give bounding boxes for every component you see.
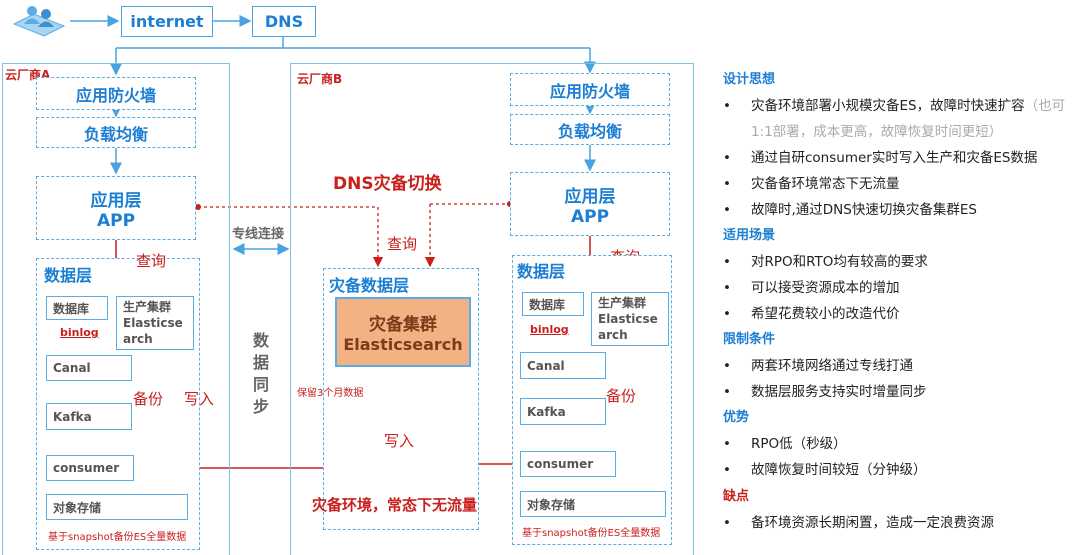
limit-item: •两套环境网络通过专线打通 bbox=[723, 358, 913, 374]
disadvantage-item: •备环境资源长期闲置，造成一定浪费资源 bbox=[723, 515, 994, 531]
vendor-a-canal-label: Canal bbox=[53, 361, 91, 375]
vendor-a-backup-label: 备份 bbox=[133, 390, 164, 408]
vendor-a-write-label: 写入 bbox=[184, 390, 215, 408]
vendor-a-canal: Canal bbox=[46, 355, 132, 381]
dr-env-note: 灾备环境，常态下无流量 bbox=[312, 496, 478, 514]
vendor-b-app: 应用层 APP bbox=[510, 172, 670, 236]
vendor-b-lb: 负载均衡 bbox=[510, 114, 670, 145]
vendor-a-db-label: 数据库 bbox=[53, 301, 90, 316]
vendor-b-canal: Canal bbox=[520, 352, 606, 379]
vendor-b-db: 数据库 bbox=[522, 292, 584, 316]
scenario-item: •对RPO和RTO均有较高的要求 bbox=[723, 254, 928, 270]
vendor-a-consumer-label: consumer bbox=[53, 461, 120, 475]
vendor-b-prod-cluster-label: 生产集群 Elasticse arch bbox=[598, 296, 658, 342]
advantage-title: 优势 bbox=[723, 410, 750, 425]
limit-item: •数据层服务支持实时增量同步 bbox=[723, 384, 927, 400]
sync-char-1: 数 bbox=[252, 331, 269, 350]
scenario-item: •可以接受资源成本的增加 bbox=[723, 280, 900, 296]
vendor-a-app: 应用层 APP bbox=[36, 176, 196, 240]
dr-data-layer-title: 灾备数据层 bbox=[329, 276, 410, 295]
scenario-item: •希望花费较小的改造代价 bbox=[723, 306, 900, 322]
vendor-a-firewall: 应用防火墙 bbox=[36, 77, 196, 110]
dedicated-line-label: 专线连接 bbox=[232, 227, 285, 242]
vendor-a-firewall-label: 应用防火墙 bbox=[75, 85, 156, 105]
vendor-a-object-storage: 对象存储 bbox=[46, 494, 188, 520]
vendor-b-zone bbox=[290, 63, 694, 555]
design-item: •通过自研consumer实时写入生产和灾备ES数据 bbox=[723, 150, 1038, 166]
scenario-title: 适用场景 bbox=[723, 228, 776, 243]
vendor-a-db: 数据库 bbox=[46, 296, 108, 320]
vendor-b-prod-cluster: 生产集群 Elasticse arch bbox=[591, 292, 669, 346]
vendor-a-binlog: binlog bbox=[60, 326, 99, 339]
limit-title: 限制条件 bbox=[723, 332, 776, 347]
users-icon bbox=[10, 2, 68, 38]
dr-cluster-line1: 灾备集群 bbox=[369, 315, 437, 335]
dr-query-label: 查询 bbox=[387, 235, 418, 253]
vendor-b-title: 云厂商B bbox=[297, 72, 343, 86]
vendor-a-object-storage-label: 对象存储 bbox=[53, 500, 102, 515]
vendor-a-prod-cluster-label: 生产集群 Elasticse arch bbox=[123, 300, 183, 346]
advantage-item: •故障恢复时间较短（分钟级） bbox=[723, 462, 927, 478]
vendor-b-kafka-label: Kafka bbox=[527, 404, 566, 419]
design-item: •灾备备环境常态下无流量 bbox=[723, 176, 900, 192]
vendor-a-consumer: consumer bbox=[46, 455, 134, 481]
sync-char-4: 步 bbox=[252, 397, 269, 416]
vendor-a-data-layer-title: 数据层 bbox=[44, 266, 93, 285]
vendor-b-object-storage: 对象存储 bbox=[520, 491, 666, 517]
vendor-a-lb-label: 负载均衡 bbox=[83, 124, 148, 144]
design-item: •灾备环境部署小规模灾备ES，故障时快速扩容（也可 bbox=[723, 98, 1066, 114]
vendor-a-prod-cluster: 生产集群 Elasticse arch bbox=[116, 296, 194, 350]
vendor-a-app-line2: APP bbox=[96, 210, 136, 231]
vendor-a-kafka: Kafka bbox=[46, 403, 132, 430]
vendor-b-kafka: Kafka bbox=[520, 398, 606, 425]
vendor-b-app-line1: 应用层 bbox=[564, 186, 616, 207]
vendor-a-zone bbox=[2, 63, 230, 555]
dns-box: DNS bbox=[252, 6, 316, 37]
design-item: •故障时,通过DNS快速切换灾备集群ES bbox=[723, 202, 977, 218]
vendor-a-snapshot-note: 基于snapshot备份ES全量数据 bbox=[48, 532, 187, 543]
dns-label: DNS bbox=[264, 12, 304, 31]
vendor-b-firewall: 应用防火墙 bbox=[510, 73, 670, 106]
vendor-b-data-layer-title: 数据层 bbox=[517, 262, 566, 281]
vendor-b-canal-label: Canal bbox=[527, 358, 565, 373]
vendor-b-object-storage-label: 对象存储 bbox=[527, 497, 576, 512]
vendor-b-binlog: binlog bbox=[530, 323, 569, 336]
design-item-cont: 1:1部署，成本更高，故障恢复时间更短） bbox=[751, 124, 1003, 140]
dr-cluster: 灾备集群 Elasticsearch bbox=[335, 297, 471, 367]
data-sync-label: 数 据 同 步 bbox=[251, 330, 271, 418]
vendor-b-firewall-label: 应用防火墙 bbox=[549, 81, 630, 101]
vendor-b-consumer-label: consumer bbox=[527, 457, 594, 471]
sync-char-2: 据 bbox=[252, 353, 269, 372]
internet-label: internet bbox=[130, 12, 204, 31]
dr-write-label: 写入 bbox=[384, 432, 415, 450]
vendor-b-snapshot-note: 基于snapshot备份ES全量数据 bbox=[522, 528, 661, 539]
vendor-b-app-line2: APP bbox=[570, 206, 610, 227]
design-title: 设计思想 bbox=[723, 72, 776, 87]
vendor-b-backup-label: 备份 bbox=[606, 387, 637, 405]
internet-box: internet bbox=[121, 6, 213, 37]
vendor-a-lb: 负载均衡 bbox=[36, 117, 196, 148]
vendor-a-query-label: 查询 bbox=[136, 252, 167, 270]
vendor-b-db-label: 数据库 bbox=[529, 297, 566, 312]
retain-note: 保留3个月数据 bbox=[297, 388, 364, 399]
sync-char-3: 同 bbox=[252, 375, 269, 394]
vendor-a-app-line1: 应用层 bbox=[90, 190, 142, 211]
vendor-a-kafka-label: Kafka bbox=[53, 409, 92, 424]
vendor-b-consumer: consumer bbox=[520, 451, 616, 477]
advantage-item: •RPO低（秒级） bbox=[723, 436, 847, 452]
dns-switch-label: DNS灾备切换 bbox=[333, 174, 442, 194]
vendor-b-lb-label: 负载均衡 bbox=[557, 121, 622, 141]
disadvantage-title: 缺点 bbox=[723, 489, 750, 504]
dr-cluster-line2: Elasticsearch bbox=[343, 335, 463, 354]
